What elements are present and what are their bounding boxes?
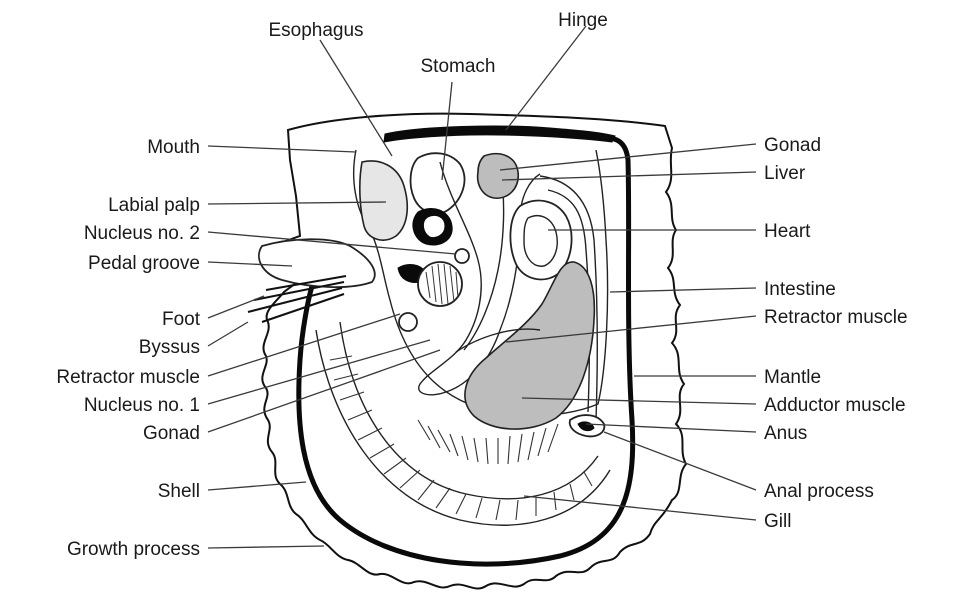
label-mantle: Mantle	[764, 367, 821, 388]
label-pedal-groove: Pedal groove	[88, 253, 200, 274]
shell-outline	[262, 114, 686, 589]
label-nucleus-2: Nucleus no. 2	[84, 223, 200, 244]
label-labial-palp: Labial palp	[108, 195, 200, 216]
label-liver: Liver	[764, 163, 806, 184]
label-shell: Shell	[158, 481, 200, 502]
adductor-muscle-shape	[465, 262, 594, 429]
label-adductor-muscle: Adductor muscle	[764, 395, 906, 416]
label-nucleus-1: Nucleus no. 1	[84, 395, 200, 416]
label-gonad-left: Gonad	[143, 423, 200, 444]
label-gonad-right: Gonad	[764, 135, 821, 156]
label-foot: Foot	[162, 309, 201, 330]
black-organ-inner	[424, 216, 444, 236]
label-esophagus: Esophagus	[268, 20, 363, 41]
label-intestine: Intestine	[764, 279, 836, 300]
nucleus-dot-small	[399, 313, 417, 331]
label-hinge: Hinge	[558, 10, 608, 31]
right-labels: Gonad Liver Heart Intestine Retractor mu…	[764, 135, 908, 532]
label-anus: Anus	[764, 423, 807, 444]
hinge-band	[384, 126, 615, 142]
labial-palp-shape	[360, 161, 407, 240]
label-stomach: Stomach	[421, 56, 496, 77]
top-labels: Esophagus Stomach Hinge	[268, 10, 607, 77]
label-byssus: Byssus	[139, 337, 200, 358]
nucleus-2-dot	[455, 249, 469, 263]
stomach-shape	[411, 153, 465, 213]
label-growth-process: Growth process	[67, 539, 200, 560]
mussel-body-illustration	[248, 114, 686, 589]
left-labels: Mouth Labial palp Nucleus no. 2 Pedal gr…	[56, 137, 200, 560]
label-heart: Heart	[764, 221, 811, 242]
foot-shape	[259, 239, 375, 287]
label-mouth: Mouth	[147, 137, 200, 158]
label-anal-process: Anal process	[764, 481, 874, 502]
label-retractor-muscle-right: Retractor muscle	[764, 307, 908, 328]
label-gill: Gill	[764, 511, 791, 532]
liver-gray	[478, 154, 519, 199]
label-retractor-muscle-left: Retractor muscle	[56, 367, 200, 388]
